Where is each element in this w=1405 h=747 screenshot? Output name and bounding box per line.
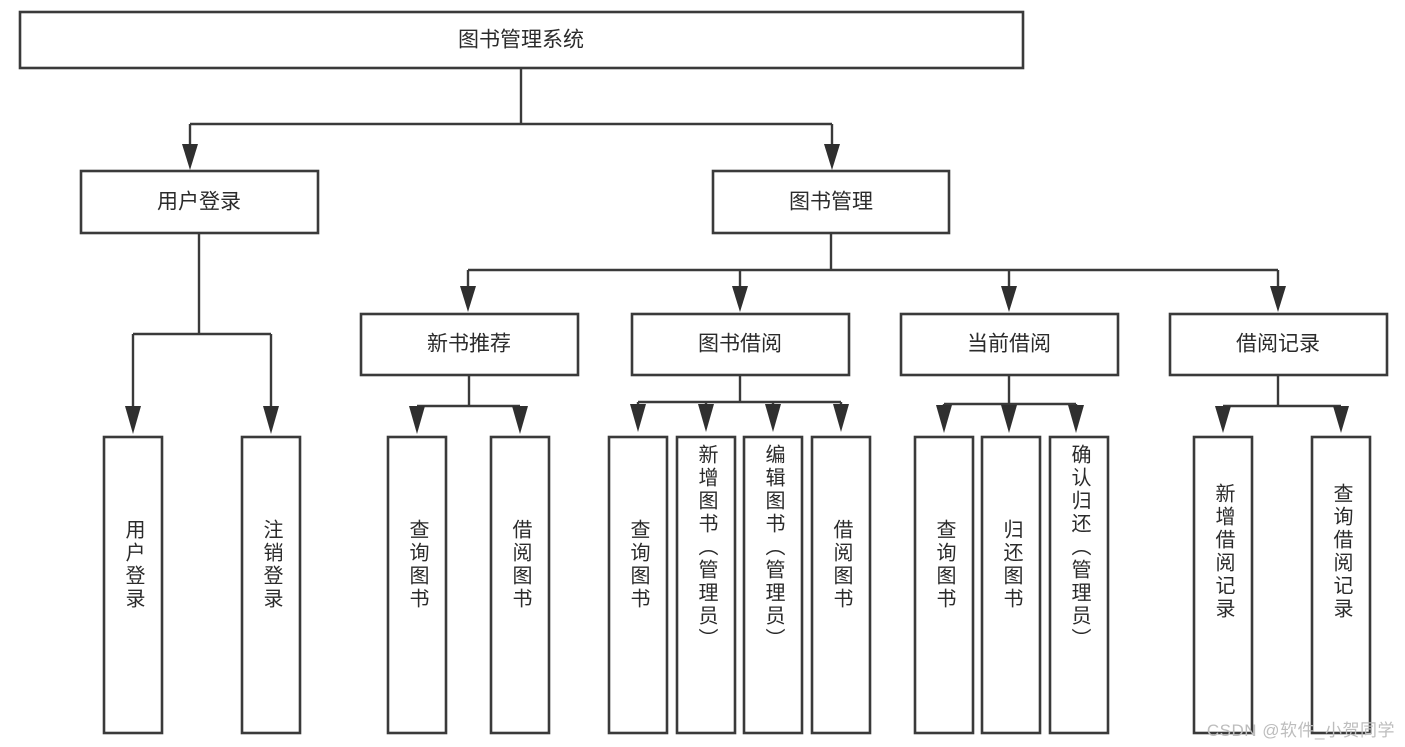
arrow-head-record-1	[1215, 406, 1231, 433]
leaf-record-query-record-box[interactable]	[1310, 435, 1372, 735]
leaf-record-add-record-label: 新增借阅记录	[1212, 483, 1235, 621]
leaf-record-query-record[interactable]: 查询借阅记录	[1310, 435, 1372, 735]
node-new-book-recommend[interactable]: 新书推荐	[359, 312, 580, 377]
node-user-login-label: 用户登录	[157, 191, 241, 214]
leaf-current-confirm-return-box[interactable]	[1048, 435, 1110, 735]
node-new-book-recommend-box[interactable]	[359, 312, 580, 377]
csdn-watermark: CSDN @软件_小贺同学	[1206, 721, 1395, 740]
leaf-borrow-query-book-label: 查询图书	[627, 519, 650, 611]
node-new-book-recommend-label: 新书推荐	[427, 333, 511, 356]
leaf-user-login-login[interactable]: 用户登录	[102, 435, 164, 735]
leaf-current-return-book-label: 归还图书	[1000, 519, 1023, 611]
node-borrow-record-box[interactable]	[1168, 312, 1389, 377]
node-borrow-record-label: 借阅记录	[1236, 333, 1320, 356]
leaf-user-login-login-label: 用户登录	[122, 519, 145, 611]
arrow-head-tier2-2	[732, 286, 748, 312]
node-current-borrow-label: 当前借阅	[967, 333, 1051, 356]
leaf-borrow-edit-book-box[interactable]	[742, 435, 804, 735]
leaf-recommend-query-book[interactable]: 查询图书	[386, 435, 448, 735]
arrow-head-current-3	[1068, 405, 1084, 433]
node-book-borrow[interactable]: 图书借阅	[630, 312, 851, 377]
leaf-borrow-add-book-box[interactable]	[675, 435, 737, 735]
arrow-head-tier1-2	[824, 144, 840, 170]
leaf-user-login-logout[interactable]: 注销登录	[240, 435, 302, 735]
arrow-head-current-1	[936, 405, 952, 433]
node-current-borrow[interactable]: 当前借阅	[899, 312, 1120, 377]
node-borrow-record[interactable]: 借阅记录	[1168, 312, 1389, 377]
leaf-recommend-query-book-box[interactable]	[386, 435, 448, 735]
arrow-head-userlogin-2	[263, 406, 279, 434]
leaf-borrow-query-book[interactable]: 查询图书	[607, 435, 669, 735]
node-book-management-label: 图书管理	[789, 191, 873, 214]
leaf-user-login-logout-box[interactable]	[240, 435, 302, 735]
leaf-record-query-record-label: 查询借阅记录	[1330, 483, 1353, 621]
arrow-head-tier2-3	[1001, 286, 1017, 312]
leaf-recommend-borrow-book-label: 借阅图书	[509, 519, 532, 611]
leaf-borrow-edit-book-label: 编辑图书（管理员）	[762, 444, 785, 651]
arrow-head-borrow-4	[833, 404, 849, 432]
leaf-borrow-borrow-book-box[interactable]	[810, 435, 872, 735]
leaf-recommend-borrow-book-box[interactable]	[489, 435, 551, 735]
node-root-system[interactable]: 图书管理系统	[18, 10, 1025, 70]
node-root-label: 图书管理系统	[458, 29, 584, 52]
node-book-management[interactable]: 图书管理	[711, 169, 951, 235]
node-book-management-box[interactable]	[711, 169, 951, 235]
node-book-borrow-box[interactable]	[630, 312, 851, 377]
leaf-user-login-login-box[interactable]	[102, 435, 164, 735]
leaf-borrow-borrow-book[interactable]: 借阅图书	[810, 435, 872, 735]
arrow-head-borrow-3	[765, 404, 781, 432]
node-current-borrow-box[interactable]	[899, 312, 1120, 377]
leaf-user-login-logout-label: 注销登录	[260, 519, 283, 611]
arrow-head-tier2-1	[460, 286, 476, 312]
node-book-borrow-label: 图书借阅	[698, 333, 782, 356]
arrow-head-current-2	[1001, 405, 1017, 433]
arrow-head-userlogin-1	[125, 406, 141, 434]
leaf-current-confirm-return-label: 确认归还（管理员）	[1068, 444, 1091, 651]
node-user-login-box[interactable]	[79, 169, 320, 235]
arrow-head-recommend-2	[512, 406, 528, 434]
leaf-borrow-borrow-book-label: 借阅图书	[830, 519, 853, 611]
node-user-login[interactable]: 用户登录	[79, 169, 320, 235]
leaf-current-confirm-return[interactable]: 确认归还（管理员）	[1048, 435, 1110, 735]
arrow-head-borrow-1	[630, 404, 646, 432]
leaf-current-query-book-label: 查询图书	[933, 519, 956, 611]
node-root-box[interactable]	[18, 10, 1025, 70]
arrow-head-tier1-1	[182, 144, 198, 170]
leaf-recommend-query-book-label: 查询图书	[406, 519, 429, 611]
leaf-recommend-borrow-book[interactable]: 借阅图书	[489, 435, 551, 735]
leaf-record-add-record[interactable]: 新增借阅记录	[1192, 435, 1254, 735]
leaf-borrow-query-book-box[interactable]	[607, 435, 669, 735]
leaf-record-add-record-box[interactable]	[1192, 435, 1254, 735]
leaf-current-query-book-box[interactable]	[913, 435, 975, 735]
leaf-borrow-add-book[interactable]: 新增图书（管理员）	[675, 435, 737, 735]
arrow-head-tier2-4	[1270, 286, 1286, 312]
leaf-current-query-book[interactable]: 查询图书	[913, 435, 975, 735]
leaf-borrow-edit-book[interactable]: 编辑图书（管理员）	[742, 435, 804, 735]
leaf-borrow-add-book-label: 新增图书（管理员）	[695, 444, 718, 651]
arrow-head-recommend-1	[409, 406, 425, 434]
leaf-current-return-book[interactable]: 归还图书	[980, 435, 1042, 735]
leaf-current-return-book-box[interactable]	[980, 435, 1042, 735]
arrow-head-borrow-2	[698, 404, 714, 432]
connectors-layer	[125, 68, 1349, 434]
arrow-head-record-2	[1333, 406, 1349, 433]
